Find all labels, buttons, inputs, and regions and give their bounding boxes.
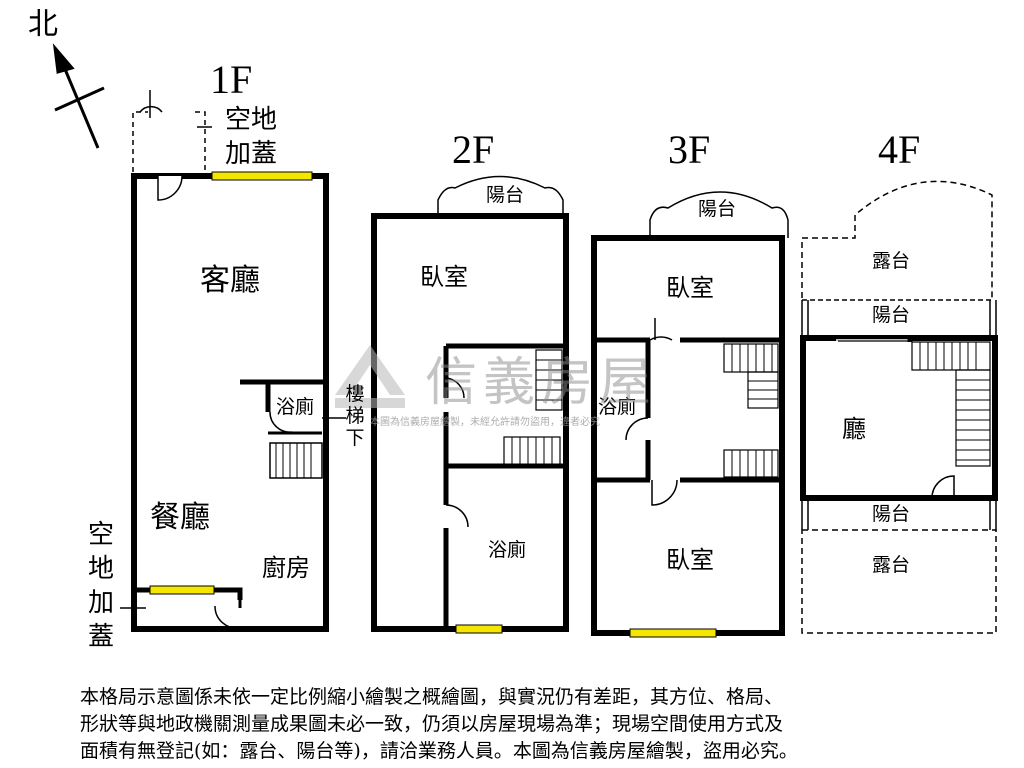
room-3f-bedroom-top: 臥室 (666, 274, 714, 302)
room-2f-bath: 浴廁 (488, 539, 527, 561)
watermark-note: 本圖為信義房屋繪製，未經允許請勿盜用，違者必究 (370, 417, 600, 428)
floor-label-1f: 1F (210, 57, 253, 102)
room-1f-living: 客廳 (200, 263, 260, 298)
floor-label-2f: 2F (452, 127, 495, 172)
floor-plan-drawing (52, 43, 998, 638)
window-2f-bath (455, 624, 503, 634)
terrace-4f-bottom: 露台 (872, 554, 911, 576)
window-3f-bedroom (629, 628, 717, 638)
floor-1f-walls (120, 90, 329, 632)
floor-4f-walls (800, 180, 998, 634)
balcony-4f-bottom: 陽台 (872, 503, 911, 525)
watermark-logo-icon (335, 345, 405, 408)
north-arrow-icon (52, 43, 105, 149)
balcony-4f-top: 陽台 (872, 304, 911, 326)
north-label: 北 (28, 7, 58, 42)
label-1f-under-stairs: 樓梯下 (345, 383, 365, 449)
room-1f-kitchen: 廚房 (262, 554, 310, 582)
label-1f-open-top: 空地加蓋 (225, 105, 278, 169)
room-3f-bath: 浴廁 (598, 396, 637, 418)
window-1f-top (211, 171, 313, 181)
room-1f-bath: 浴廁 (276, 396, 315, 418)
room-1f-dining: 餐廳 (150, 500, 210, 535)
terrace-4f-top: 露台 (872, 250, 911, 272)
disclaimer-line: 面積有無登記(如：露台、陽台等)，請洽業務人員。本圖為信義房屋繪製，盜用必究。 (80, 740, 798, 762)
floor-label-3f: 3F (668, 127, 711, 172)
disclaimer-line: 本格局示意圖係未依一定比例縮小繪製之概繪圖，與實況仍有差距，其方位、格局、 (80, 686, 784, 708)
room-3f-bedroom-bottom: 臥室 (666, 546, 714, 574)
disclaimer-line: 形狀等與地政機關測量成果圖未必一致，仍須以房屋現場為準；現場空間使用方式及 (80, 713, 784, 735)
balcony-3f: 陽台 (698, 198, 737, 220)
window-1f-kitchen (149, 585, 215, 595)
label-1f-open-side: 空地加蓋 (87, 520, 114, 652)
room-4f-hall: 廳 (842, 415, 866, 443)
balcony-2f: 陽台 (486, 184, 525, 206)
room-2f-bedroom: 臥室 (420, 263, 468, 291)
watermark-brand: 信義房屋 (425, 353, 658, 413)
disclaimer: 本格局示意圖係未依一定比例縮小繪製之概繪圖，與實況仍有差距，其方位、格局、 形狀… (80, 684, 960, 765)
floor-label-4f: 4F (878, 127, 921, 172)
